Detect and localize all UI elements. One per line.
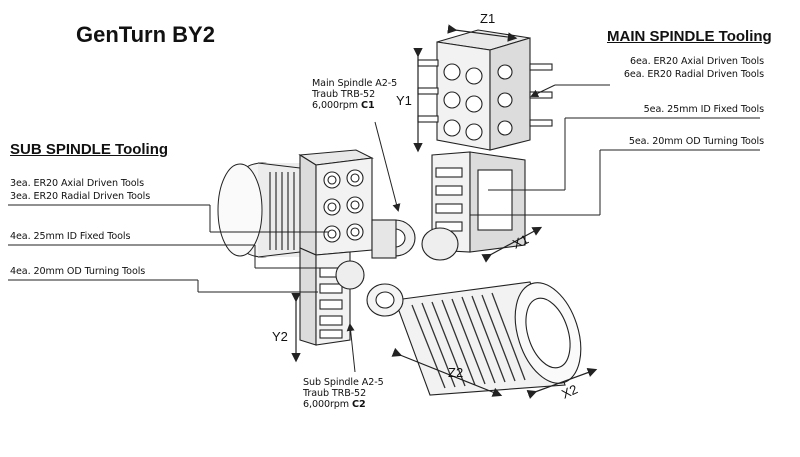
main-spindle-code: C1 [361,100,375,112]
sub-radial-label: 3ea. ER20 Radial Driven Tools [10,191,151,202]
page-title: GenTurn BY2 [76,22,215,47]
sub-axial-label: 3ea. ER20 Axial Driven Tools [10,178,145,189]
axis-label-z1: Z1 [480,11,496,26]
main-tool-turret [417,29,553,261]
axis-arrows [291,24,598,399]
main-id-fixed-label: 5ea. 25mm ID Fixed Tools [643,104,764,115]
sub-spindle-motor-left [217,162,302,258]
axis-label-y1: Y1 [396,93,412,108]
main-spindle-motor [366,281,582,396]
sub-spindle-line3: 6,000rpm C2 [303,399,384,410]
sub-spindle-line1: Sub Spindle A2-5 [303,377,384,388]
main-spindle-line2: Traub TRB-52 [312,89,376,101]
axis-label-z2: Z2 [448,365,464,380]
main-radial-label: 6ea. ER20 Radial Driven Tools [623,69,764,80]
sub-od-turning-label: 4ea. 20mm OD Turning Tools [10,266,146,277]
axis-label-y2: Y2 [272,329,288,344]
main-spindle-rpm: 6,000rpm [312,100,359,112]
main-spindle-spec: Main Spindle A2-5 Traub TRB-52 6,000rpm … [312,78,397,111]
main-spindle-line3: 6,000rpm C1 [312,100,397,111]
sub-spindle-heading: SUB SPINDLE Tooling [10,141,169,158]
main-od-turning-label: 5ea. 20mm OD Turning Tools [628,136,764,147]
sub-spindle-code: C2 [352,399,366,411]
main-axial-label: 6ea. ER20 Axial Driven Tools [629,56,764,67]
main-leader-lines [470,84,760,216]
sub-spindle-spec: Sub Spindle A2-5 Traub TRB-52 6,000rpm C… [303,377,384,410]
main-spindle-line1: Main Spindle A2-5 [312,78,398,89]
sub-tool-turret [298,149,416,346]
sub-spindle-rpm: 6,000rpm [303,399,350,411]
main-spindle-heading: MAIN SPINDLE Tooling [607,28,772,45]
sub-leader-lines [8,121,401,373]
sub-spindle-line2: Traub TRB-52 [303,388,367,400]
sub-id-fixed-label: 4ea. 25mm ID Fixed Tools [10,231,131,242]
